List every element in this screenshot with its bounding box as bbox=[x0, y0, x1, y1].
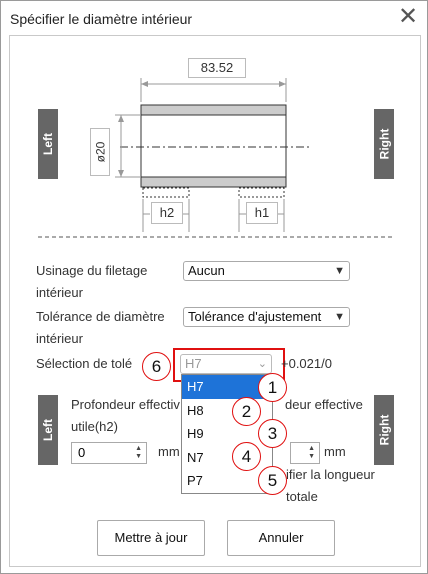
cancel-button[interactable]: Annuler bbox=[227, 520, 335, 556]
diameter-dimension-input[interactable]: ø20 bbox=[90, 128, 110, 176]
depth-left-label: Profondeur effectiv utile(h2) bbox=[71, 397, 180, 434]
spinner-icon[interactable]: ▲▼ bbox=[308, 445, 315, 460]
left-view-button[interactable]: Left bbox=[38, 109, 58, 179]
selection-label: Sélection de tolé bbox=[36, 356, 133, 371]
dropdown-option-h7[interactable]: H7 bbox=[182, 375, 272, 399]
dropdown-option-p7[interactable]: P7 bbox=[187, 473, 203, 488]
badge-2: 2 bbox=[232, 397, 261, 426]
badge-4: 4 bbox=[232, 442, 261, 471]
threading-value: Aucun bbox=[188, 263, 225, 278]
h1-dimension-input[interactable]: h1 bbox=[246, 202, 278, 224]
dropdown-option-n7[interactable]: N7 bbox=[187, 449, 204, 465]
threading-select[interactable]: Aucun ▼ bbox=[183, 261, 350, 281]
specify-length-label[interactable]: ifier la longueur totale bbox=[286, 467, 375, 504]
selection-range: +0.021/0 bbox=[281, 356, 332, 371]
depth-right-unit: mm bbox=[324, 444, 346, 459]
badge-1: 1 bbox=[258, 373, 287, 402]
badge-3: 3 bbox=[258, 419, 287, 448]
threading-label: Usinage du filetage intérieur bbox=[36, 263, 148, 300]
diameter-label: ø20 bbox=[93, 141, 107, 163]
dropdown-option-h9[interactable]: H9 bbox=[187, 426, 204, 441]
depth-left-input[interactable]: 0 ▲▼ bbox=[71, 442, 147, 464]
length-dimension-input[interactable]: 83.52 bbox=[188, 58, 246, 78]
selection-select[interactable]: H7 ⌄ bbox=[180, 354, 272, 374]
chevron-down-icon: ⌄ bbox=[257, 358, 267, 370]
tolerance-dropdown-list: H7 H8 H9 N7 P7 bbox=[181, 374, 273, 494]
spinner-icon[interactable]: ▲▼ bbox=[135, 445, 142, 460]
tolerance-label: Tolérance de diamètre intérieur bbox=[36, 309, 165, 346]
right-depth-label: Right bbox=[377, 414, 391, 446]
chevron-down-icon: ▼ bbox=[334, 311, 345, 323]
pipe-diagram bbox=[38, 78, 394, 238]
close-icon[interactable]: ✕ bbox=[397, 3, 419, 30]
right-depth-button[interactable]: Right bbox=[374, 395, 394, 465]
dropdown-option-h8[interactable]: H8 bbox=[187, 402, 204, 418]
right-view-button[interactable]: Right bbox=[374, 109, 394, 179]
badge-5: 5 bbox=[258, 466, 287, 495]
selection-value: H7 bbox=[185, 356, 202, 371]
badge-6: 6 bbox=[142, 352, 171, 381]
tolerance-value: Tolérance d'ajustement bbox=[188, 309, 322, 324]
title-bar: Spécifier le diamètre intérieur ✕ bbox=[1, 1, 427, 35]
chevron-down-icon: ▼ bbox=[334, 265, 345, 277]
left-depth-button[interactable]: Left bbox=[38, 395, 58, 465]
depth-left-unit: mm bbox=[158, 444, 180, 459]
depth-right-input[interactable]: ▲▼ bbox=[290, 442, 320, 464]
dialog-title: Spécifier le diamètre intérieur bbox=[10, 11, 193, 27]
h2-dimension-input[interactable]: h2 bbox=[151, 202, 183, 224]
depth-right-label: deur effective bbox=[285, 397, 363, 412]
update-button[interactable]: Mettre à jour bbox=[97, 520, 205, 556]
tolerance-select[interactable]: Tolérance d'ajustement ▼ bbox=[183, 307, 350, 327]
depth-left-value: 0 bbox=[78, 445, 86, 460]
left-depth-label: Left bbox=[41, 419, 55, 441]
